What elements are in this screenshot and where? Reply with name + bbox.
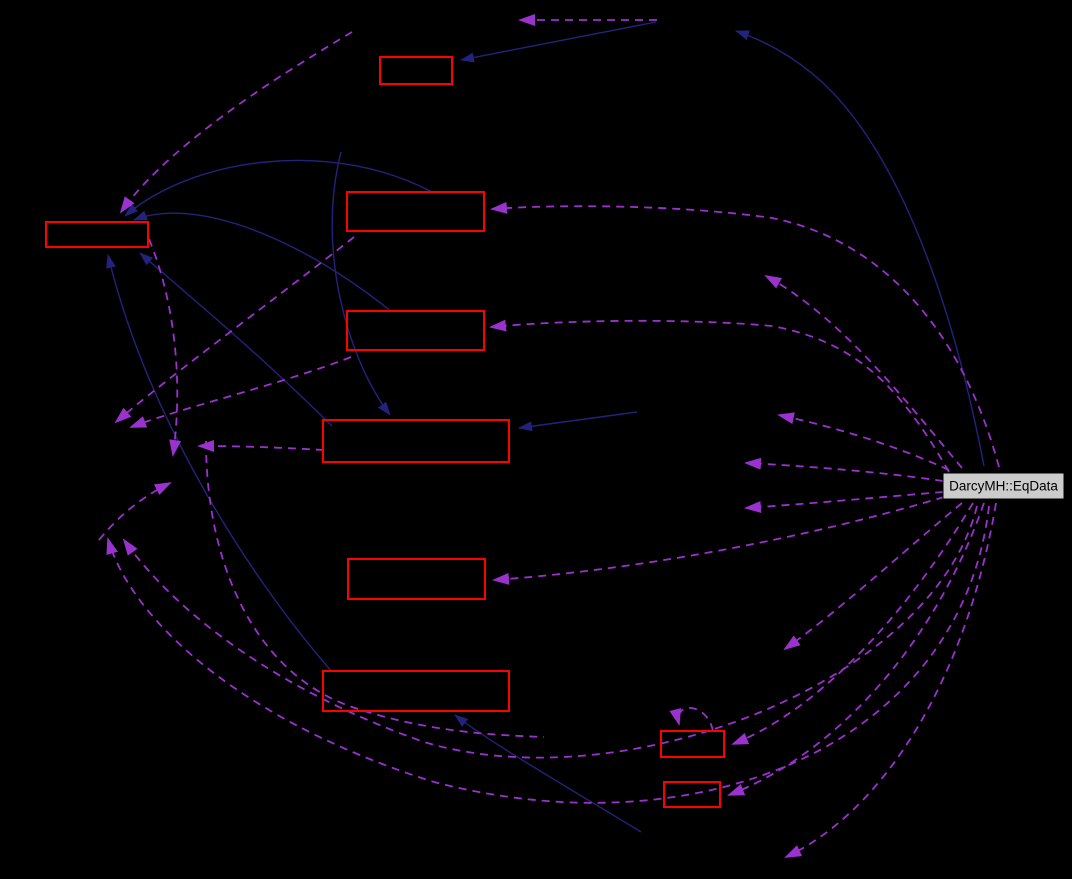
edge-d-fan-3: [744, 457, 944, 482]
edge-d-fan-6: [784, 502, 997, 858]
edge-d-sweep-2: [122, 505, 978, 759]
edge-s-left-arc-1: [124, 159, 433, 217]
edge-s-up-left-2: [139, 252, 333, 427]
edge-d-to-lower-mid: [492, 496, 945, 585]
edge-d-to-upper-mid: [490, 201, 1000, 468]
edge-d-cluster-5: [98, 482, 172, 541]
edge-d-fan-2: [777, 412, 950, 471]
edge-d-to-small-upper: [731, 502, 974, 745]
node-box-top[interactable]: [379, 56, 453, 85]
node-box-small-upper[interactable]: [660, 730, 725, 758]
node-label-center-node[interactable]: DarcyMH::EqData: [949, 479, 1058, 494]
nodes-layer: DarcyMH::EqData: [45, 56, 1065, 808]
edge-d-cluster-4: [148, 238, 182, 457]
node-box-upper-mid[interactable]: [346, 191, 485, 232]
edge-s-up-left-1: [106, 254, 333, 673]
edge-s-top-box: [460, 21, 657, 63]
node-box-mid[interactable]: [346, 310, 485, 351]
edges-layer: [98, 14, 1000, 858]
edge-s-left-arc-2: [133, 210, 393, 313]
edge-d-self-loop: [669, 707, 714, 732]
node-center-node[interactable]: [942, 472, 1065, 500]
edge-d-to-mid: [489, 319, 950, 473]
edge-d-fan-1: [764, 275, 963, 469]
node-box-lower-mid[interactable]: [347, 558, 486, 600]
edge-s-right-big-arc: [735, 30, 985, 467]
edge-d-fan-4: [744, 491, 944, 513]
edge-d-fan-5: [783, 502, 963, 651]
node-box-wide-lower[interactable]: [322, 670, 510, 712]
edge-d-cluster-3: [197, 440, 325, 453]
edge-d-cluster-1: [114, 236, 355, 424]
edge-d-to-small-lower: [727, 502, 985, 796]
node-box-wide-upper[interactable]: [322, 419, 510, 463]
node-box-small-lower[interactable]: [663, 781, 721, 808]
edge-d-topleft-curve: [119, 31, 353, 214]
edge-s-down-mid: [331, 151, 391, 416]
edge-d-cluster-2: [129, 356, 352, 428]
edge-s-into-wide-upper: [518, 411, 638, 432]
node-box-left[interactable]: [45, 221, 149, 248]
edge-d-tail: [205, 440, 545, 738]
edge-s-into-wide-lower: [454, 714, 642, 833]
edge-d-sweep-1: [106, 505, 990, 804]
